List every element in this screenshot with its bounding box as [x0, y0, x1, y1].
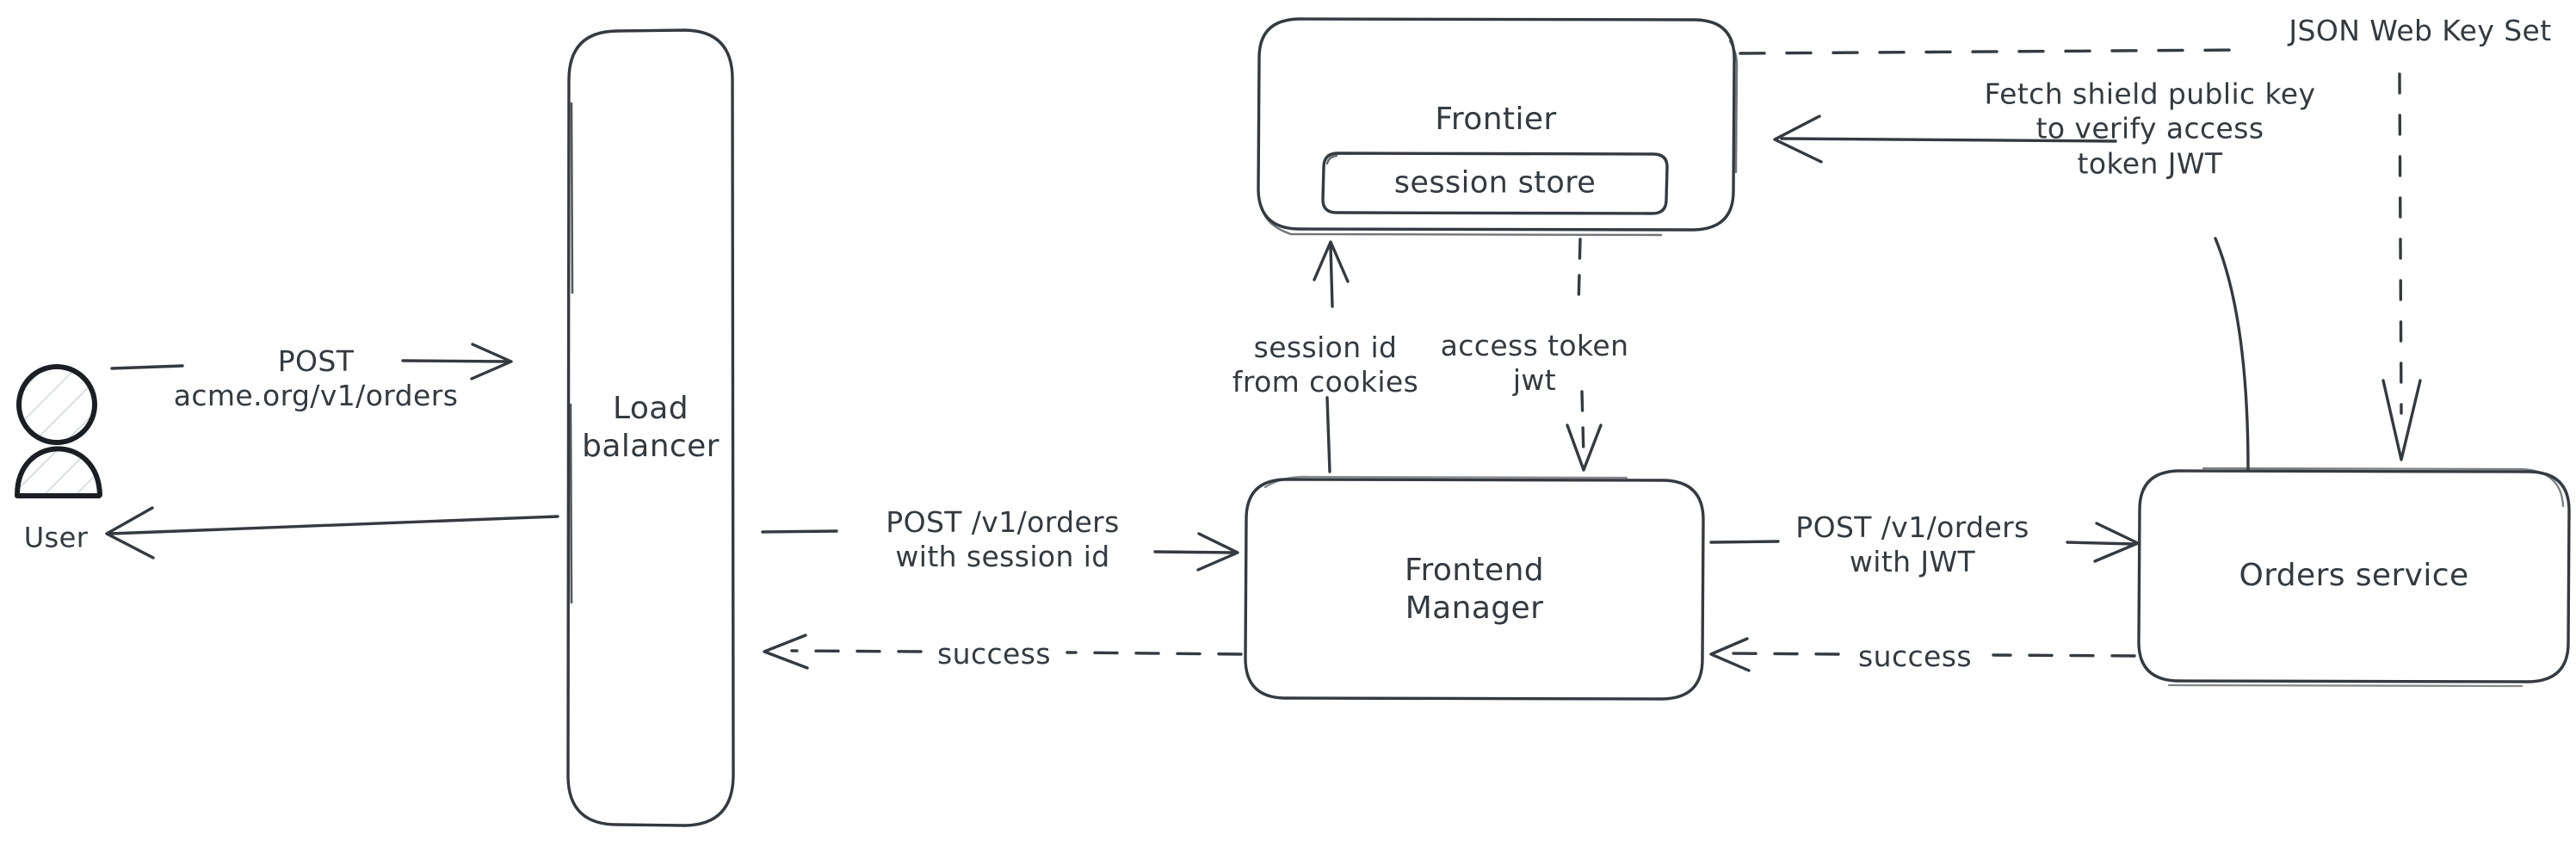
edge-frontend-manager-to-load-balancer-line — [763, 634, 1243, 670]
node-load-balancer-shape[interactable] — [566, 28, 735, 827]
edge-load-balancer-to-frontend-manager-line — [761, 529, 1239, 572]
node-session-store-shape[interactable] — [1321, 151, 1669, 215]
edge-frontend-manager-to-orders-service-line — [1709, 522, 2140, 563]
user-actor-icon — [15, 364, 102, 498]
edge-frontend-manager-to-frontier-line — [1313, 240, 1350, 473]
node-orders-service-shape[interactable] — [2137, 467, 2571, 688]
edge-user-to-load-balancer-line — [110, 343, 513, 380]
edge-frontier-to-orders-service-jwks-line — [1739, 48, 2422, 461]
edge-orders-service-to-frontier-line — [1773, 114, 2250, 471]
node-frontend-manager-shape[interactable] — [1244, 475, 1705, 701]
edge-frontier-to-frontend-manager-line — [1566, 238, 1603, 472]
edge-load-balancer-to-user-line — [105, 506, 559, 560]
edge-orders-service-to-frontend-manager-line — [1709, 637, 2136, 672]
